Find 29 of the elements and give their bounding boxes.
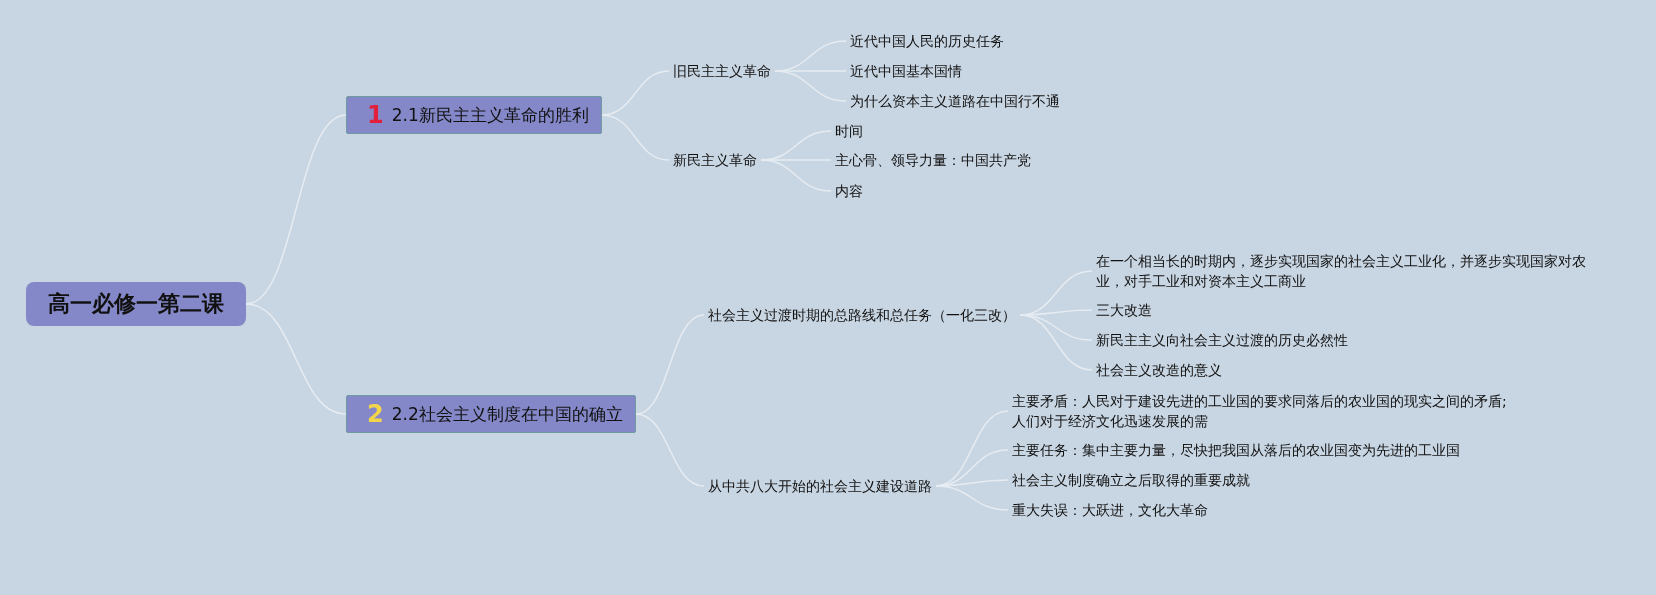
connector-line bbox=[635, 314, 705, 415]
topic-text: 主要矛盾：人民对于建设先进的工业国的要求同落后的农业国的现实之间的矛盾;人们对于经济文化迅速发展的需 bbox=[1008, 390, 1520, 432]
topic-text: 在一个相当长的时期内，逐步实现国家的社会主义工业化，并逐步实现国家对农业，对手工业和对资本主义工商业 bbox=[1092, 250, 1604, 292]
topic-text: 重大失误：大跃进，文化大革命 bbox=[1008, 499, 1212, 521]
priority-number: 2 bbox=[367, 400, 384, 428]
topic-text: 主要任务：集中主要力量，尽快把我国从落后的农业国变为先进的工业国 bbox=[1008, 439, 1464, 461]
topic-box bbox=[346, 395, 636, 433]
topic-text: 为什么资本主义道路在中国行不通 bbox=[846, 90, 1064, 112]
topic-text: 近代中国基本国情 bbox=[846, 60, 966, 82]
priority-number: 1 bbox=[367, 101, 384, 129]
connector-line bbox=[635, 413, 705, 487]
topic-text: 时间 bbox=[831, 120, 867, 142]
root-topic-box: 高一必修一第二课 bbox=[26, 282, 246, 326]
topic-box bbox=[346, 96, 602, 134]
connector-line bbox=[601, 114, 670, 161]
topic-text: 三大改造 bbox=[1092, 299, 1156, 321]
topic-text: 主心骨、领导力量：中国共产党 bbox=[831, 149, 1035, 171]
topic-text: 内容 bbox=[831, 180, 867, 202]
topic-text: 社会主义过渡时期的总路线和总任务（一化三改） bbox=[704, 304, 1020, 326]
topic-label: 2.1新民主主义革命的胜利 bbox=[391, 103, 589, 127]
topic-text: 旧民主主义革命 bbox=[669, 60, 775, 82]
topic-text: 社会主义制度确立之后取得的重要成就 bbox=[1008, 469, 1254, 491]
topic-text: 新民主主义向社会主义过渡的历史必然性 bbox=[1092, 329, 1352, 351]
topic-text: 近代中国人民的历史任务 bbox=[846, 30, 1008, 52]
topic-text: 新民主义革命 bbox=[669, 149, 761, 171]
connector-line bbox=[245, 303, 347, 415]
topic-text: 社会主义改造的意义 bbox=[1092, 359, 1226, 381]
topic-text: 从中共八大开始的社会主义建设道路 bbox=[704, 475, 936, 497]
topic-label: 2.2社会主义制度在中国的确立 bbox=[391, 402, 623, 426]
